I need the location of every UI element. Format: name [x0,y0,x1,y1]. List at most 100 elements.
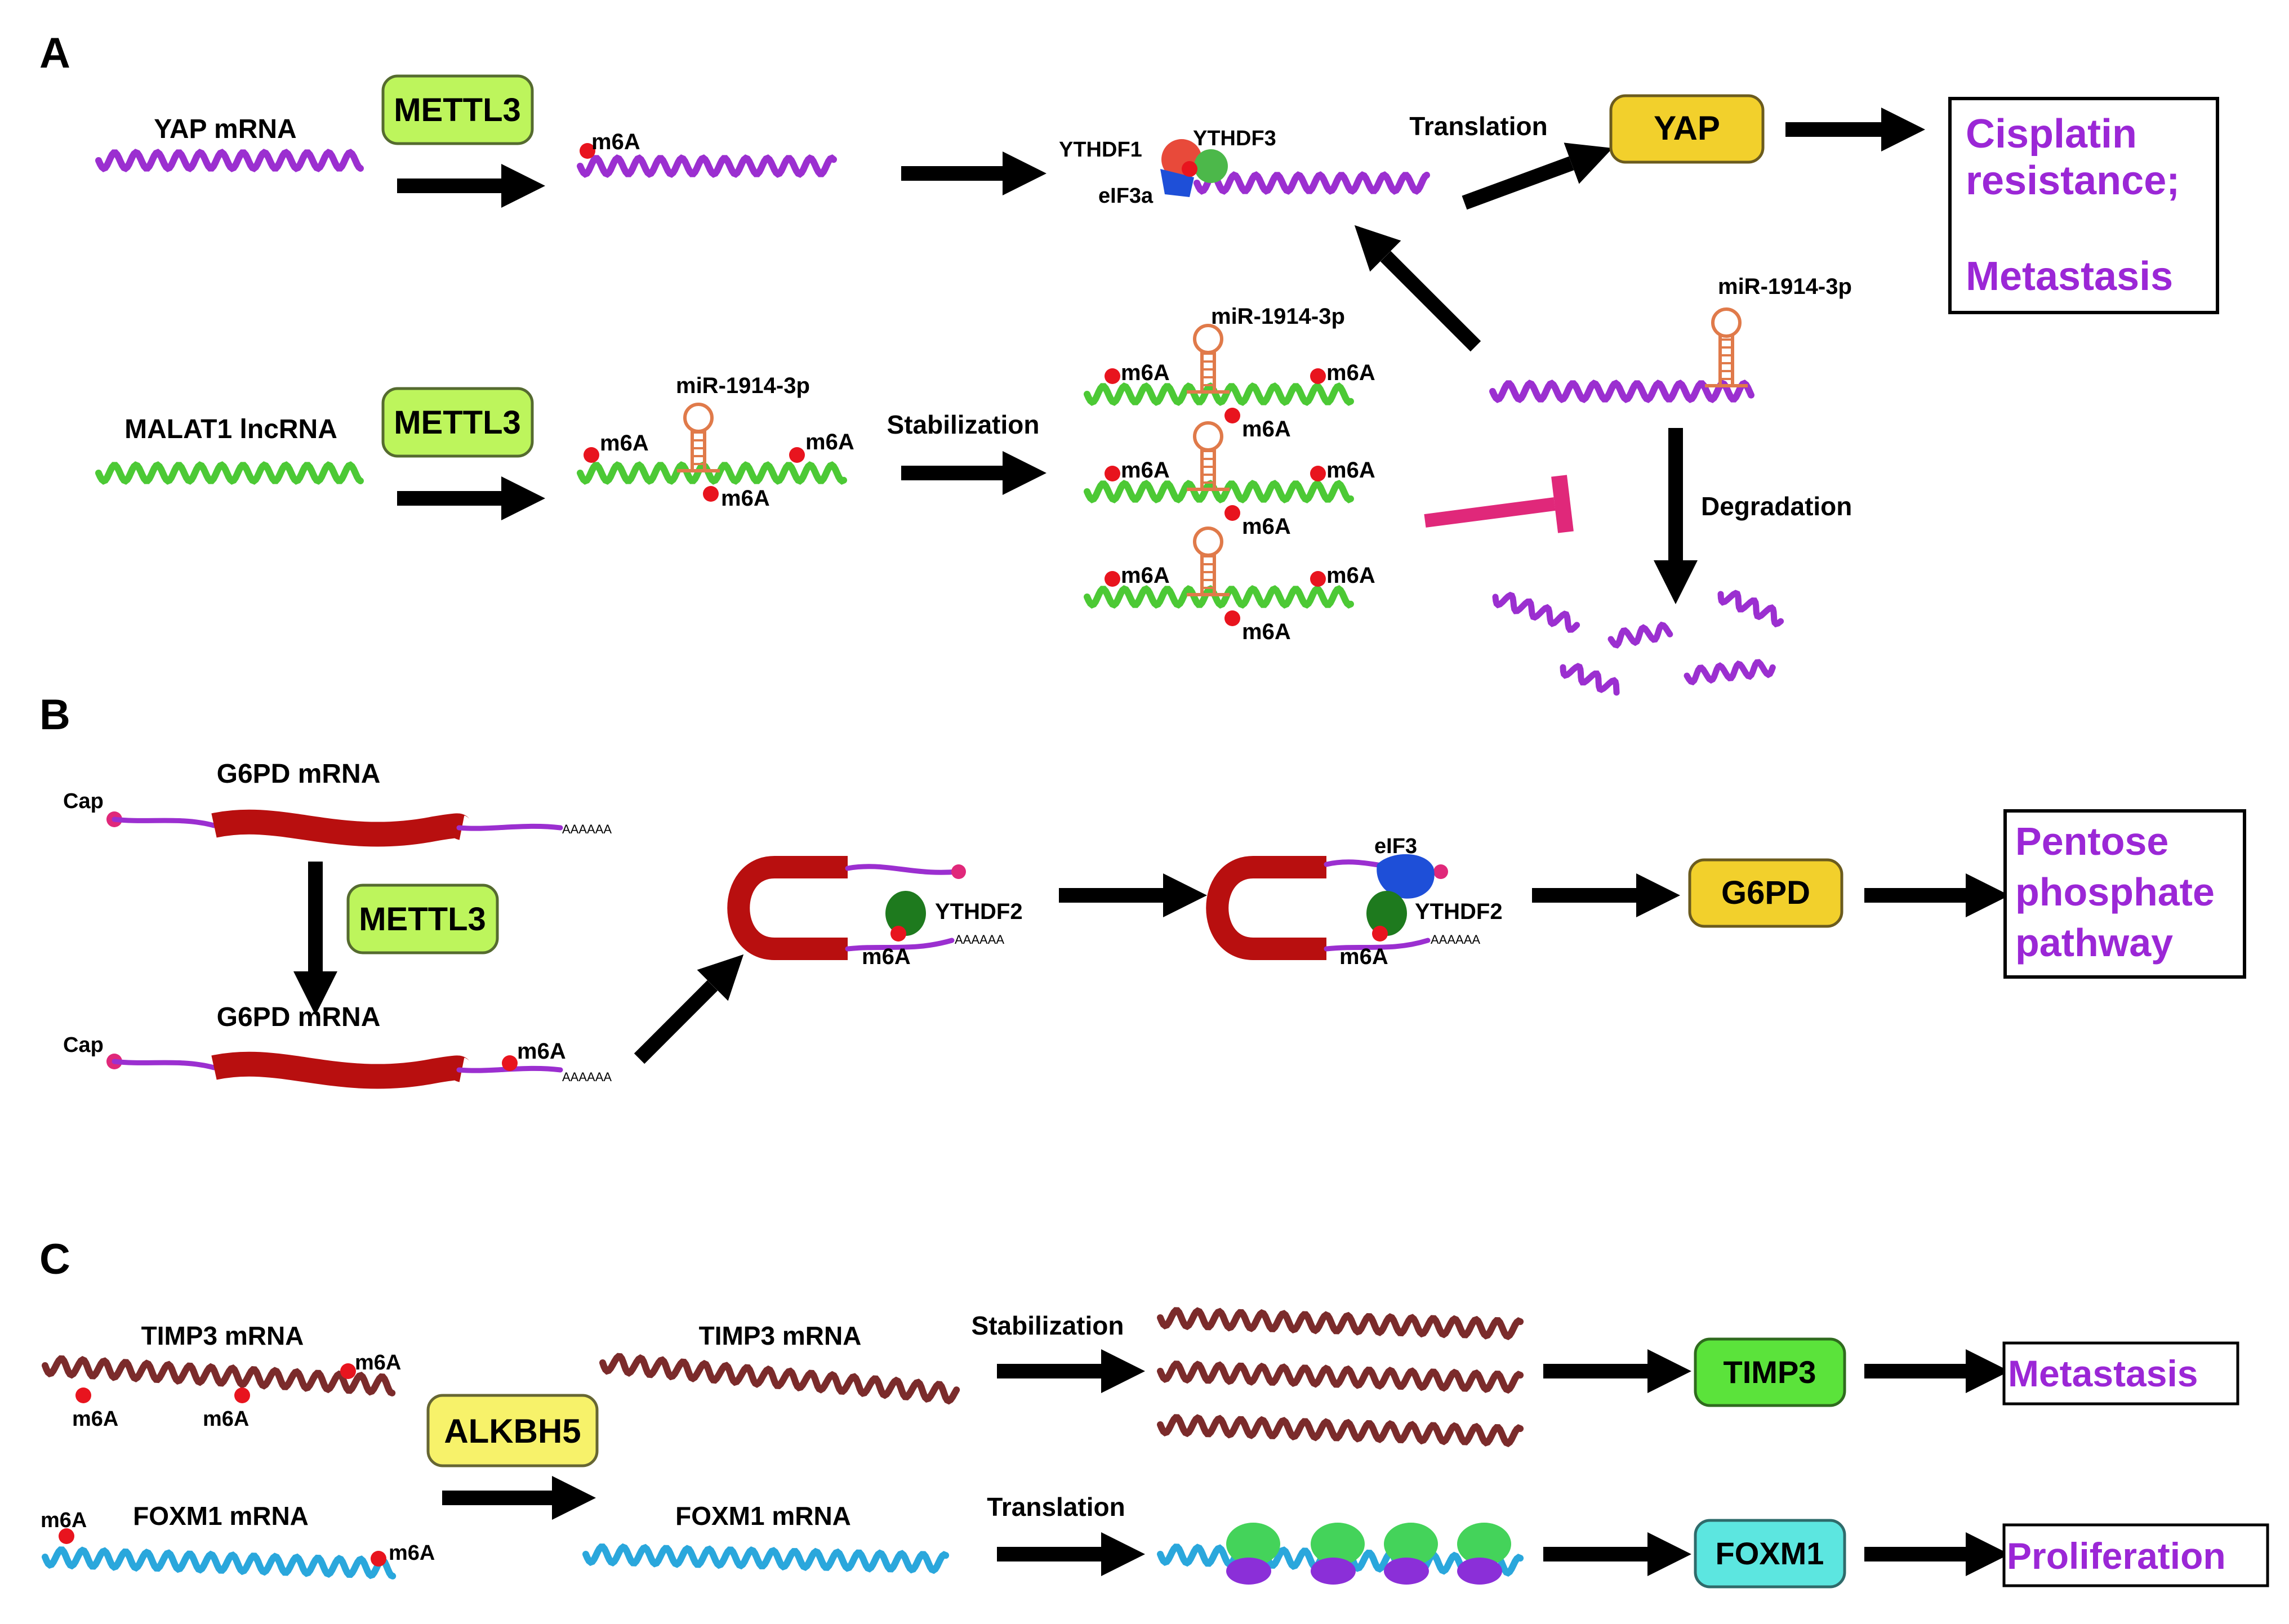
eif3-label: eIF3 [1374,835,1417,858]
g6pd-loop-2-3utr [1324,938,1431,952]
m6a-label-s1r: m6A [1326,360,1375,385]
m6a-dot-s1l [1105,368,1120,384]
g6pd-mrna-label-1: G6PD mRNA [217,759,381,789]
m6a-dot-c1 [340,1363,356,1379]
m6a-dot-c5 [371,1551,386,1567]
m6a-label-s3l: m6A [1121,563,1170,588]
timp3-strand-demethylated [599,1353,960,1405]
mir-hairpin-stable-2 [1187,421,1230,491]
m6a-dot-b3 [1372,926,1388,942]
yap-fragment-2 [1560,663,1620,696]
yap-mrna-strand [95,149,364,172]
timp3-label: TIMP3 [1724,1354,1816,1390]
panel-a-letter: A [39,29,70,77]
m6a-label-s2r: m6A [1326,458,1375,483]
outcome-box-c2: Proliferation [2002,1523,2269,1587]
m6a-label-c2: m6A [72,1407,118,1431]
ythdf2-shape-2 [1366,891,1407,936]
outcome-box-b: Pentose phosphate pathway [2003,809,2246,979]
yap-fragment-5 [1684,659,1776,686]
timp3-protein-box: TIMP3 [1694,1337,1846,1407]
m6a-label-b3: m6A [1339,944,1388,969]
m6a-label-b2: m6A [862,944,911,969]
ythdf3-label: YTHDF3 [1193,127,1276,150]
ribosome-large-1 [1226,1523,1280,1565]
mir-label-a3: miR-1914-3p [1718,274,1852,299]
m6a-dot-s3r [1310,571,1326,587]
malat1-methylated-strand [577,461,847,485]
m6a-dot-a1 [580,143,595,159]
m6a-dot-c4 [59,1528,74,1544]
ythdf1-label: YTHDF1 [1059,138,1142,162]
m6a-dot-ythdf [1182,161,1197,177]
foxm1-mrna-label-2: FOXM1 mRNA [675,1501,851,1531]
arrow-b-loop [634,954,744,1064]
m6a-label-s1b: m6A [1242,417,1291,441]
mir-hairpin-a1 [677,403,720,472]
yap-fragment-4 [1717,590,1784,628]
polya-label-b4: AAAAAA [1431,933,1480,947]
g6pd-5utr-2 [112,1059,217,1070]
outcome-a-line1: Cisplatin [1966,111,2137,157]
ythdf2-label-2: YTHDF2 [1415,899,1503,924]
ribosome-large-3 [1384,1523,1438,1565]
timp3-stable-strand-1 [1157,1307,1524,1340]
eif3-shape [1377,854,1435,899]
timp3-stable-strand-3 [1157,1414,1524,1447]
mettl3-box-a2: METTL3 [381,387,534,458]
g6pd-loop-1-5utr [845,864,960,875]
mettl3-label-b: METTL3 [359,901,486,938]
foxm1-strand-methylated [42,1546,397,1580]
m6a-label-s3r: m6A [1326,563,1375,588]
foxm1-label: FOXM1 [1716,1536,1824,1571]
arrow-a-rescue [1354,225,1481,352]
yap-label: YAP [1654,109,1720,147]
ribosome-small-3 [1384,1558,1429,1585]
malat1-stabilized-strand-2 [1084,480,1354,503]
ribosome-small-2 [1311,1558,1356,1585]
malat1-label: MALAT1 lncRNA [124,414,337,444]
inhibition-bar-cap [1551,475,1574,533]
m6a-label-c1: m6A [355,1351,401,1375]
polya-label-b1: AAAAAA [562,822,612,836]
m6a-dot-s2l [1105,466,1120,481]
m6a-label-c3: m6A [203,1407,249,1431]
cap-label-b2: Cap [63,1033,104,1057]
m6a-dot-s3b [1224,610,1240,626]
inhibition-bar-line [1424,497,1556,528]
mettl3-box-b: METTL3 [346,884,499,954]
m6a-dot-c2 [75,1387,91,1403]
g6pd-loop-1 [727,856,848,960]
m6a-label-a3: m6A [805,430,854,454]
cap-dot-b4 [1433,864,1448,879]
outcome-box-a: Cisplatin resistance; Metastasis [1948,97,2219,314]
alkbh5-label: ALKBH5 [444,1412,581,1450]
polya-label-b3: AAAAAA [955,933,1004,947]
outcome-a-line2: resistance; [1966,158,2180,203]
ribosome-small-1 [1226,1558,1271,1585]
outcome-b-line1: Pentose [2015,819,2168,863]
polya-label-b2: AAAAAA [562,1070,612,1084]
m6a-label-s1l: m6A [1121,360,1170,385]
foxm1-protein-box: FOXM1 [1694,1519,1846,1589]
mir-label-a1: miR-1914-3p [676,373,810,398]
g6pd-cds-1 [211,809,470,847]
stabilization-label-c: Stabilization [972,1311,1124,1340]
mir-hairpin-stable-1 [1187,324,1230,394]
yap-mrna-translating-strand [1194,171,1430,195]
g6pd-cds-2 [211,1051,470,1089]
m6a-label-a2: m6A [600,431,649,456]
m6a-label-s2l: m6A [1121,458,1170,483]
metastasis-label-c: Metastasis [2008,1353,2198,1394]
alkbh5-box: ALKBH5 [426,1394,599,1467]
m6a-dot-s1r [1310,368,1326,384]
g6pd-protein-box: G6PD [1688,858,1843,928]
malat1-strand [95,461,364,485]
m6a-dot-a4 [703,486,719,502]
outcome-a-line3: Metastasis [1966,254,2173,299]
foxm1-mrna-label-1: FOXM1 mRNA [133,1501,309,1531]
g6pd-label: G6PD [1721,875,1810,911]
yap-mirna-bound-strand [1489,380,1754,403]
outcome-b-line3: pathway [2015,921,2173,965]
